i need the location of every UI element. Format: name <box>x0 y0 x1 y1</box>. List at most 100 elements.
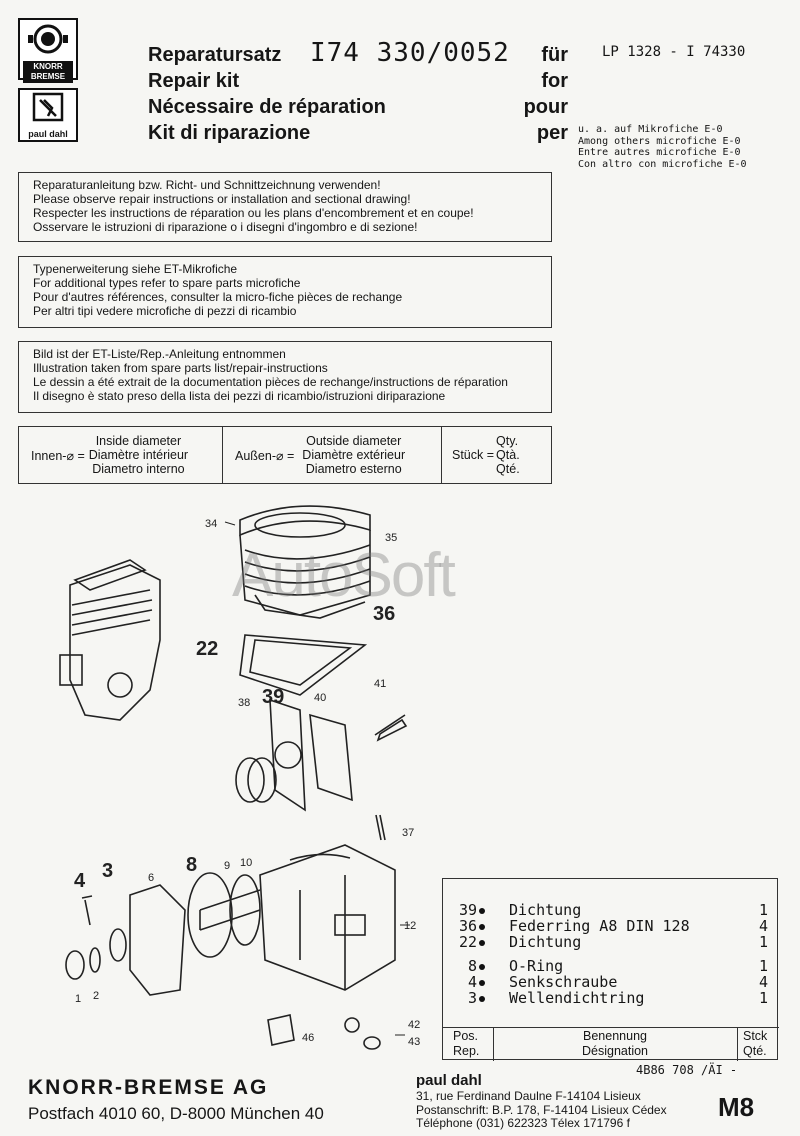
bolt-41 <box>374 714 408 742</box>
row-name: O-Ring <box>509 957 564 975</box>
parts-row: 3 <box>447 989 485 1007</box>
instruction-box-illustration: Bild ist der ET-Liste/Rep.-Anleitung ent… <box>18 341 552 413</box>
dahl-line-3: Téléphone (031) 622323 Télex 171796 f <box>416 1116 630 1130</box>
callout-38: 38 <box>238 697 251 709</box>
dahl-address: 31, rue Ferdinand Daulne F-14104 Lisieux… <box>416 1089 667 1131</box>
row-name: Senkschraube <box>509 973 618 991</box>
row-pos: 8 <box>467 957 477 975</box>
legend-inner-it: Diametro interno <box>92 462 185 476</box>
diameter-legend: Innen-⌀ = Inside diameter Diamètre intér… <box>18 426 552 484</box>
doc-code: 4B86 708 /ÄI - <box>636 1063 738 1077</box>
dahl-name: paul dahl <box>416 1072 482 1089</box>
parts-row: 22 <box>447 933 485 951</box>
callout-6: 6 <box>148 872 155 884</box>
instr2-en: For additional types refer to spare part… <box>33 276 301 290</box>
instr2-fr: Pour d'autres références, consulter la m… <box>33 290 403 304</box>
company-address: Postfach 4010 60, D-8000 München 40 <box>28 1104 324 1123</box>
for-en: for <box>541 70 568 92</box>
for-de: für <box>541 44 568 66</box>
legend-inner-en: Inside diameter <box>95 434 182 448</box>
kit-number: I74 330/0052 <box>310 38 510 68</box>
footer-pos-de: Pos. <box>453 1029 479 1043</box>
instr2-de: Typenerweiterung siehe ET-Mikrofiche <box>33 262 238 276</box>
o-ring-8 <box>187 872 233 958</box>
stud-37 <box>375 814 386 841</box>
callout-34: 34 <box>205 518 218 530</box>
row-qty: 4 <box>759 917 769 935</box>
for-block: für for pour per <box>490 42 568 146</box>
plug-43 <box>363 1036 381 1050</box>
microfiche-en: Among others microfiche E-0 <box>578 135 741 147</box>
parts-row: 39 <box>447 901 485 919</box>
legend-qty-fr: Qté. <box>496 462 520 476</box>
callout-1: 1 <box>75 993 82 1005</box>
compressor-thumbnail <box>59 559 161 721</box>
parts-footer-qty: Stck Qté. <box>743 1029 767 1059</box>
flange-6 <box>129 884 186 996</box>
paul-dahl-logo-icon <box>32 92 64 122</box>
callout-42: 42 <box>408 1019 421 1031</box>
footer-pos-fr: Rep. <box>453 1044 480 1058</box>
row-qty: 1 <box>759 957 769 975</box>
paul-dahl-logo-text: paul dahl <box>28 129 68 139</box>
legend-inner: Innen-⌀ = Inside diameter Diamètre intér… <box>19 427 223 483</box>
instr1-it: Osservare le istruzioni di riparazione o… <box>33 220 418 234</box>
title-de: Reparatursatz <box>148 44 282 66</box>
footer-name-fr: Désignation <box>581 1044 648 1058</box>
ring-2 <box>89 947 101 973</box>
row-name: Federring A8 DIN 128 <box>509 917 690 935</box>
cylinder-head-34 <box>239 505 371 619</box>
microfiche-fr: Entre autres microfiche E-0 <box>578 147 741 158</box>
legend-outer: Außen-⌀ = Outside diameter Diamètre exté… <box>223 427 442 483</box>
bearing-38 <box>235 757 277 803</box>
parts-footer-rule <box>443 1027 779 1028</box>
instr3-it: Il disegno è stato preso della lista dei… <box>33 389 446 403</box>
for-it: per <box>536 122 568 144</box>
callout-8: 8 <box>186 854 198 876</box>
instr2-it: Per altri tipi vedere microfiche di pezz… <box>33 304 297 318</box>
instr3-de: Bild ist der ET-Liste/Rep.-Anleitung ent… <box>33 347 286 361</box>
callout-40: 40 <box>314 692 327 704</box>
knorr-logo-text: KNORR BREMSE <box>23 61 73 83</box>
callout-4: 4 <box>74 870 86 892</box>
row-pos: 22 <box>458 933 477 951</box>
callout-22: 22 <box>196 638 219 660</box>
callout-2: 2 <box>93 990 100 1002</box>
callout-12: 12 <box>404 920 417 932</box>
row-qty: 1 <box>759 933 769 951</box>
legend-inner-fr: Diamètre intérieur <box>88 448 189 462</box>
dahl-line-1: 31, rue Ferdinand Daulne F-14104 Lisieux <box>416 1089 641 1103</box>
legend-outer-it: Diametro esterno <box>305 462 402 476</box>
row-pos: 4 <box>467 973 477 991</box>
page-code: M8 <box>718 1092 755 1122</box>
title-it: Kit di riparazione <box>148 122 311 144</box>
legend-qty-en: Qty. <box>496 434 519 448</box>
plate-40 <box>309 713 353 802</box>
dahl-line-2: Postanschrift: B.P. 178, F-14104 Lisieux… <box>416 1102 667 1117</box>
callout-46: 46 <box>302 1032 315 1044</box>
row-pos: 39 <box>458 901 477 919</box>
title-fr: Nécessaire de réparation <box>148 96 386 118</box>
legend-qty-prefix: Stück = <box>452 448 495 462</box>
reference-number: LP 1328 - I 74330 <box>602 44 746 60</box>
footer-name-de: Benennung <box>583 1029 647 1043</box>
callout-3: 3 <box>102 860 114 882</box>
row-qty: 1 <box>759 989 769 1007</box>
exploded-drawing <box>59 505 410 1050</box>
watermark: AutoSoft <box>232 541 456 610</box>
parts-row: 8 <box>447 957 485 975</box>
company-name: KNORR-BREMSE AG <box>28 1076 269 1099</box>
callout-39: 39 <box>262 686 285 708</box>
instr1-fr: Respecter les instructions de réparation… <box>33 206 474 220</box>
title-en: Repair kit <box>148 70 240 92</box>
washer-42 <box>344 1017 360 1033</box>
plug-46 <box>267 1014 295 1046</box>
legend-qty-it: Qtà. <box>496 448 520 462</box>
microfiche-de: u. a. auf Mikrofiche E-0 <box>578 124 723 135</box>
parts-col-rule-1 <box>493 1027 494 1061</box>
callout-41: 41 <box>374 678 387 690</box>
parts-col-rule-2 <box>737 1027 738 1061</box>
crankcase <box>259 844 396 991</box>
row-name: Dichtung <box>509 933 582 951</box>
row-pos: 36 <box>458 917 477 935</box>
